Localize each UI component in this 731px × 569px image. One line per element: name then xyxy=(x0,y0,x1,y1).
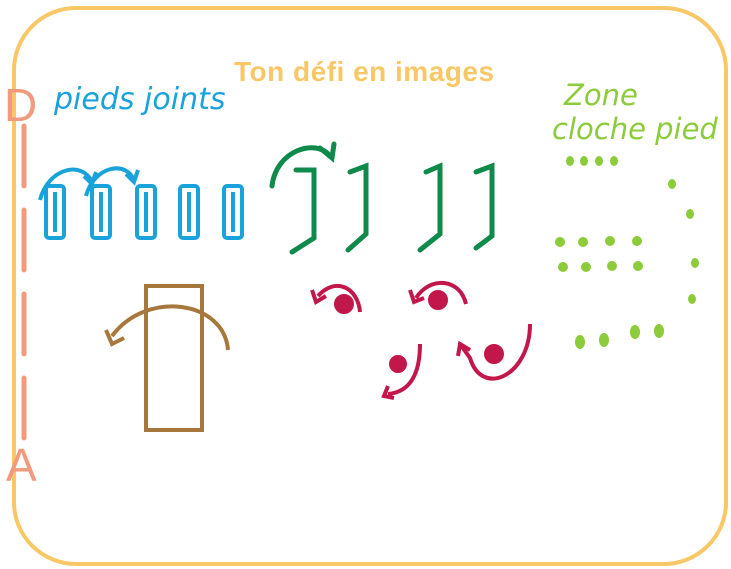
hop-dot xyxy=(686,209,694,219)
cloche-pied-group xyxy=(555,156,699,349)
hop-dot xyxy=(575,335,585,349)
turns-group xyxy=(312,283,530,398)
hop-dot xyxy=(566,156,574,166)
hop-dot xyxy=(688,294,696,304)
spin-arrow xyxy=(112,306,228,350)
hop-dot xyxy=(599,333,609,347)
arrival-label: A xyxy=(6,438,37,492)
hop-dot xyxy=(558,262,568,272)
hop-dot xyxy=(595,156,603,166)
hop-dot xyxy=(555,237,565,247)
hop-dot xyxy=(630,325,640,339)
hop-dot xyxy=(581,262,591,272)
pieds-joints-group xyxy=(40,168,242,238)
hop-dot xyxy=(607,261,617,271)
hop-dot xyxy=(578,237,588,247)
zone-label-line1: Zone xyxy=(552,78,722,112)
spin-group xyxy=(106,286,228,430)
hop-dot xyxy=(668,179,676,189)
zone-label-line2: cloche pied xyxy=(552,112,722,146)
hop-dot xyxy=(580,156,588,166)
start-label: D xyxy=(4,78,37,132)
zig-arrow xyxy=(272,148,330,186)
zig-4 xyxy=(476,166,492,248)
turn-dot-2 xyxy=(430,292,446,308)
hop-dot xyxy=(691,258,699,268)
turn-dot-1 xyxy=(336,296,352,312)
hop-dot xyxy=(610,156,618,166)
hop-dot xyxy=(605,236,615,246)
zig-1 xyxy=(292,170,314,252)
turn-dot-4 xyxy=(486,346,502,362)
zone-cloche-pied-label: Zone cloche pied xyxy=(552,78,722,146)
hop-dot xyxy=(654,324,664,338)
pieds-joints-label: pieds joints xyxy=(54,82,225,117)
page-title: Ton défi en images xyxy=(234,56,534,88)
hop-dot xyxy=(633,261,643,271)
hop-dot xyxy=(632,236,642,246)
zigzag-group xyxy=(272,144,492,252)
turn-dot-3 xyxy=(391,357,405,371)
zig-3 xyxy=(420,166,440,250)
zig-2 xyxy=(348,166,366,250)
